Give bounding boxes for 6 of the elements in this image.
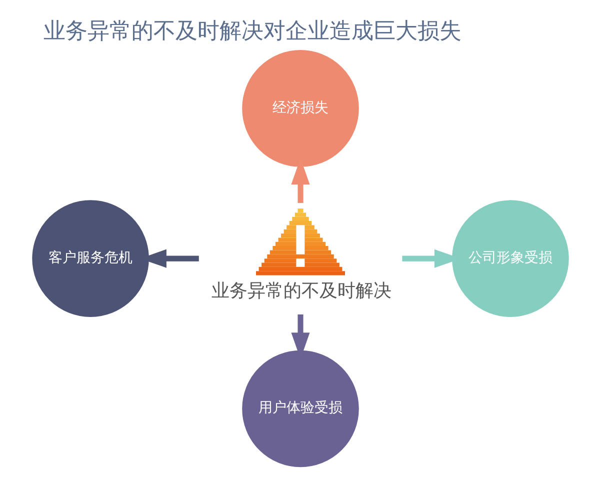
diagram-title: 业务异常的不及时解决对企业造成巨大损失 — [43, 17, 462, 44]
node-circle: 客户服务危机 — [32, 200, 148, 316]
node-label: 业务异常的不及时解决 — [211, 280, 392, 302]
node-circle: 经济损失 — [242, 50, 358, 166]
node-circle: 公司形象受损 — [452, 200, 568, 316]
node-circle: 用户体验受损 — [242, 350, 358, 467]
